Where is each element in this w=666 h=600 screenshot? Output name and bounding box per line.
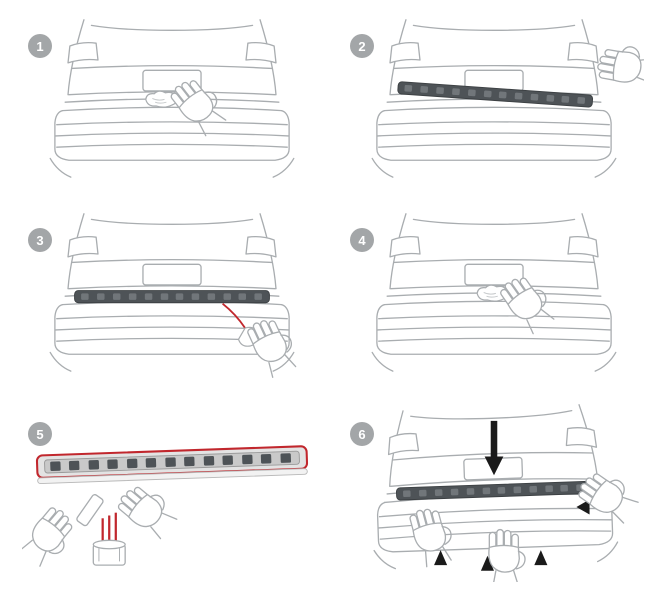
hand [167,71,232,139]
step-3-illustration [49,213,303,380]
step-number-badge: 2 [350,34,374,58]
step-number-badge: 6 [350,422,374,446]
step-1-illustration [49,19,295,178]
step-number-badge: 3 [28,228,52,252]
step-2-illustration [371,19,644,178]
adhesive-liner-edge [222,302,246,329]
step-5-illustration [22,445,309,572]
step-number-badge: 1 [28,34,52,58]
protector-strip [397,81,594,108]
down-arrow [484,420,504,476]
hand [244,312,303,380]
side-arrow [576,499,590,515]
hand [22,503,82,572]
step-panel-5: 5 [22,404,322,582]
protector-strip [74,290,270,304]
step-panel-3: 3 [22,210,322,388]
hand [488,528,526,582]
step-number-badge: 4 [350,228,374,252]
step-panel-6: 6 [344,404,644,582]
press-arrows [434,420,590,571]
step-panel-1: 1 [22,16,322,194]
hand [595,41,644,88]
step-6-illustration [368,404,643,582]
up-arrow-left [434,550,448,566]
step-4-illustration [371,213,617,372]
step-number-badge: 5 [28,422,52,446]
protector-strip-product [35,445,309,485]
applicator-tube [76,494,104,527]
up-arrow-center [480,555,494,571]
up-arrow-right [534,550,548,566]
hand [114,477,182,543]
step-panel-4: 4 [344,210,644,388]
container [92,539,126,566]
hand [574,463,643,528]
adhesive-promoter-application [22,477,182,572]
step-panel-2: 2 [344,16,644,194]
strip-ribs [50,453,292,471]
